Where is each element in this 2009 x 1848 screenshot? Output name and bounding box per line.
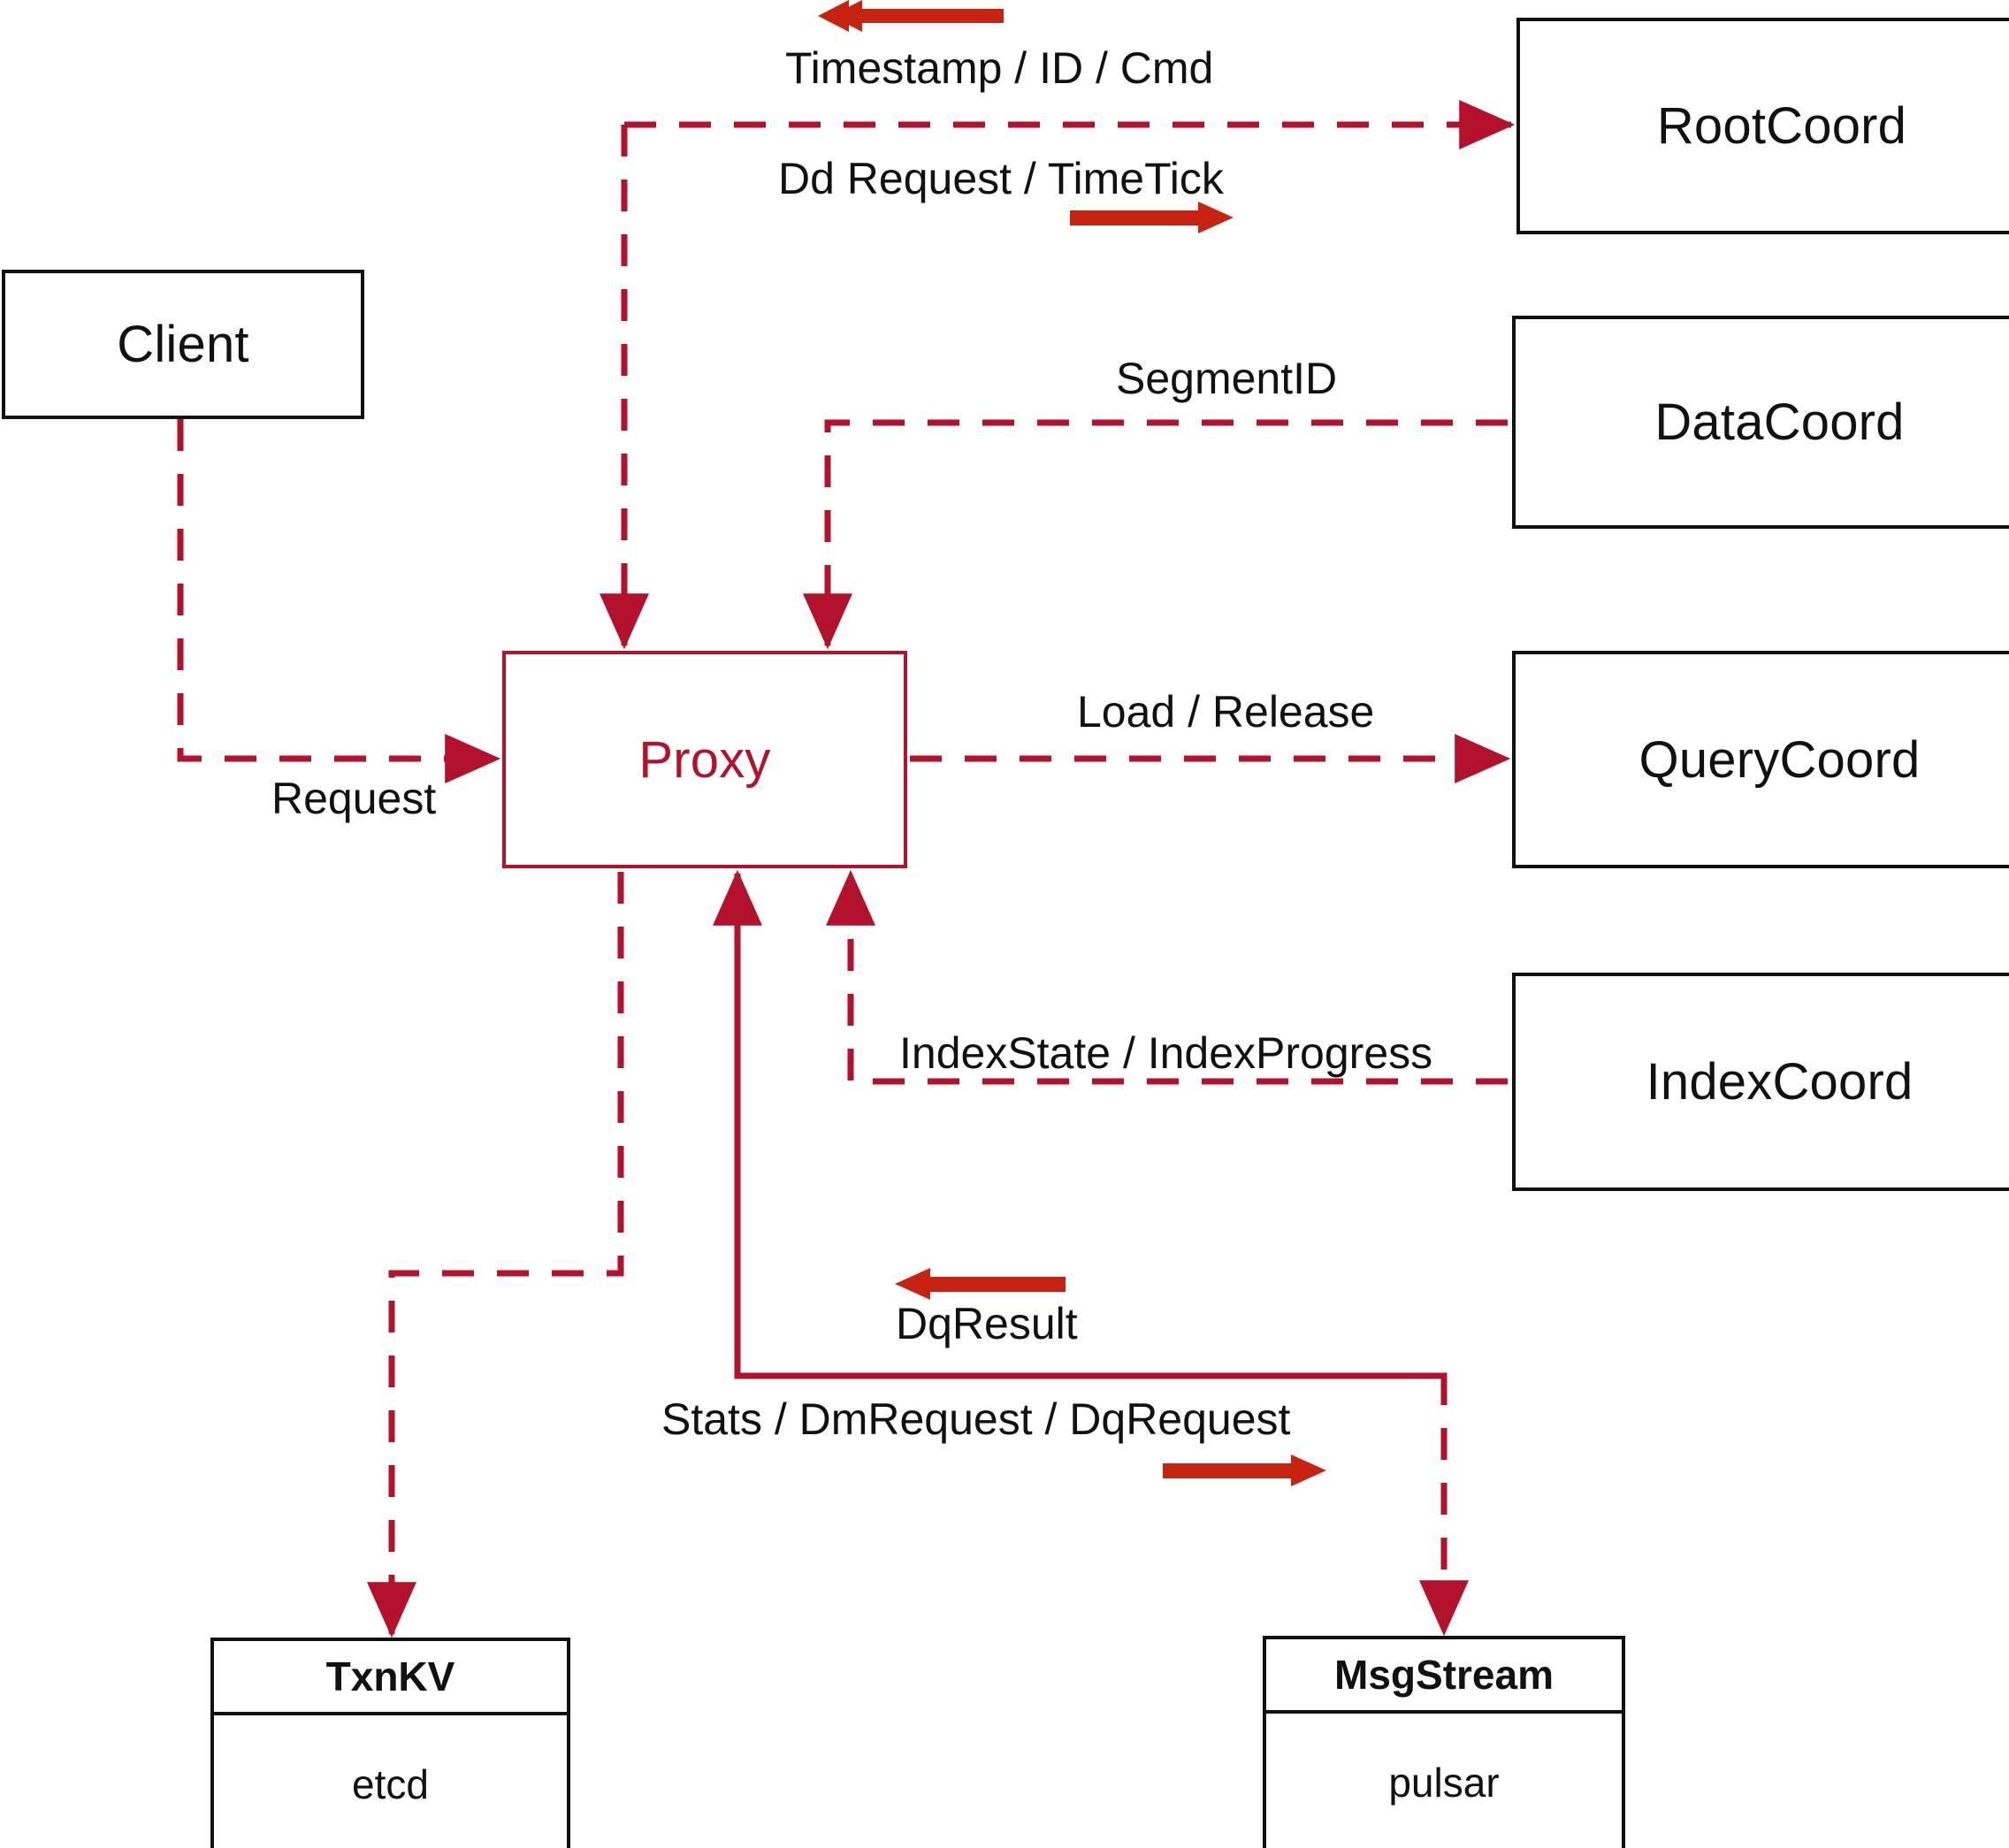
edge-msgstream-to-proxy <box>713 869 1444 1379</box>
edge-label-load-release: Load / Release <box>1077 687 1375 737</box>
node-rootcoord[interactable]: RootCoord <box>1516 18 2009 234</box>
node-rootcoord-label: RootCoord <box>1656 97 1907 155</box>
arrow-left-icon-dqresult <box>895 1268 1066 1300</box>
edge-proxy-to-txnkv <box>367 872 624 1638</box>
edge-label-dq-result: DqResult <box>896 1299 1078 1348</box>
node-msgstream-title: MsgStream <box>1266 1639 1622 1714</box>
edge-proxy-msgstream <box>734 874 1469 1637</box>
node-datacoord[interactable]: DataCoord <box>1512 316 2009 529</box>
edge-label-request: Request <box>271 774 437 823</box>
node-datacoord-label: DataCoord <box>1654 393 1905 451</box>
node-indexcoord[interactable]: IndexCoord <box>1512 973 2009 1191</box>
node-txnkv[interactable]: TxnKV etcd <box>210 1638 570 1848</box>
edge-label-timestamp-id-cmd: Timestamp / ID / Cmd <box>785 43 1214 93</box>
node-msgstream-impl: pulsar <box>1388 1760 1500 1806</box>
node-proxy[interactable]: Proxy <box>502 651 907 868</box>
arrow-right-icon-ddrequest <box>1070 202 1234 233</box>
node-proxy-label: Proxy <box>638 730 771 789</box>
edge-client-to-proxy <box>177 419 501 783</box>
node-txnkv-title: TxnKV <box>214 1641 567 1715</box>
arrow-left-icon-timestamp <box>818 0 1004 32</box>
node-client[interactable]: Client <box>2 270 364 419</box>
node-querycoord[interactable]: QueryCoord <box>1512 651 2009 868</box>
edge-label-dd-request-timetick: Dd Request / TimeTick <box>778 154 1224 203</box>
node-msgstream[interactable]: MsgStream pulsar <box>1263 1636 1625 1848</box>
edge-datacoord-to-proxy <box>803 419 1508 650</box>
node-querycoord-label: QueryCoord <box>1639 730 1921 789</box>
edge-label-index-state-progress: IndexState / IndexProgress <box>899 1028 1433 1078</box>
edge-label-stats-dm-dq-request: Stats / DmRequest / DqRequest <box>661 1394 1291 1444</box>
arrow-right-icon-dqrequest <box>1163 1455 1326 1486</box>
node-client-label: Client <box>117 316 249 373</box>
node-txnkv-impl: etcd <box>352 1761 429 1807</box>
node-indexcoord-label: IndexCoord <box>1646 1053 1914 1111</box>
edge-label-segment-id: SegmentID <box>1116 354 1338 403</box>
